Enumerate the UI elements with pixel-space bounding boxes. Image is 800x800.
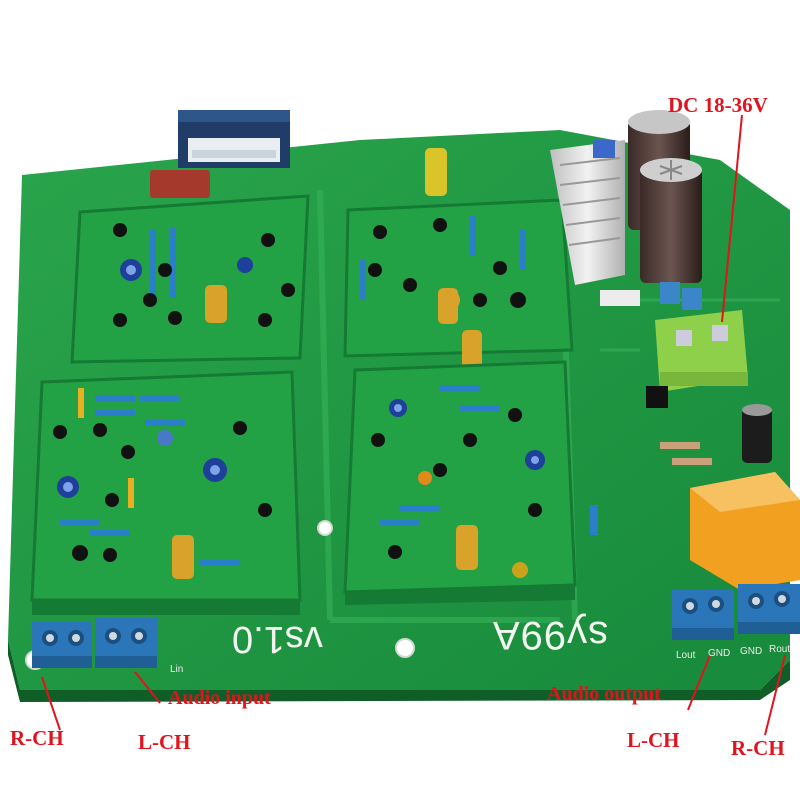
board-version-label: vs1.0 (232, 618, 323, 660)
input-terminal-blocks (32, 618, 157, 668)
heatsink (550, 140, 625, 285)
port-lin-label: Lin (170, 664, 184, 675)
input-right-channel-annotation: R-CH (10, 726, 64, 750)
output-left-channel-annotation: L-CH (627, 728, 680, 752)
output-right-channel-annotation: R-CH (731, 736, 785, 760)
audio-output-annotation: Audio output (547, 683, 661, 705)
volume-potentiometer (150, 110, 290, 198)
module-board-upper-middle (343, 148, 574, 370)
filter-capacitors (628, 110, 702, 283)
board-model-label: sy99A (492, 613, 609, 657)
relay (690, 472, 800, 590)
output-terminal-blocks (672, 584, 800, 640)
port-rout-label: Rout (769, 644, 791, 655)
module-board-lower-left (30, 370, 302, 615)
power-terminal (655, 310, 748, 392)
port-gnd-label: GND (740, 646, 763, 657)
port-lout-label: Lout (676, 650, 696, 661)
audio-input-annotation: Audio input (168, 687, 271, 709)
port-gnd-label: GND (708, 648, 731, 659)
input-left-channel-annotation: L-CH (138, 730, 191, 754)
module-board-lower-middle (343, 360, 598, 605)
module-board-upper-left (70, 194, 310, 364)
power-input-annotation: DC 18-36V (668, 93, 768, 117)
